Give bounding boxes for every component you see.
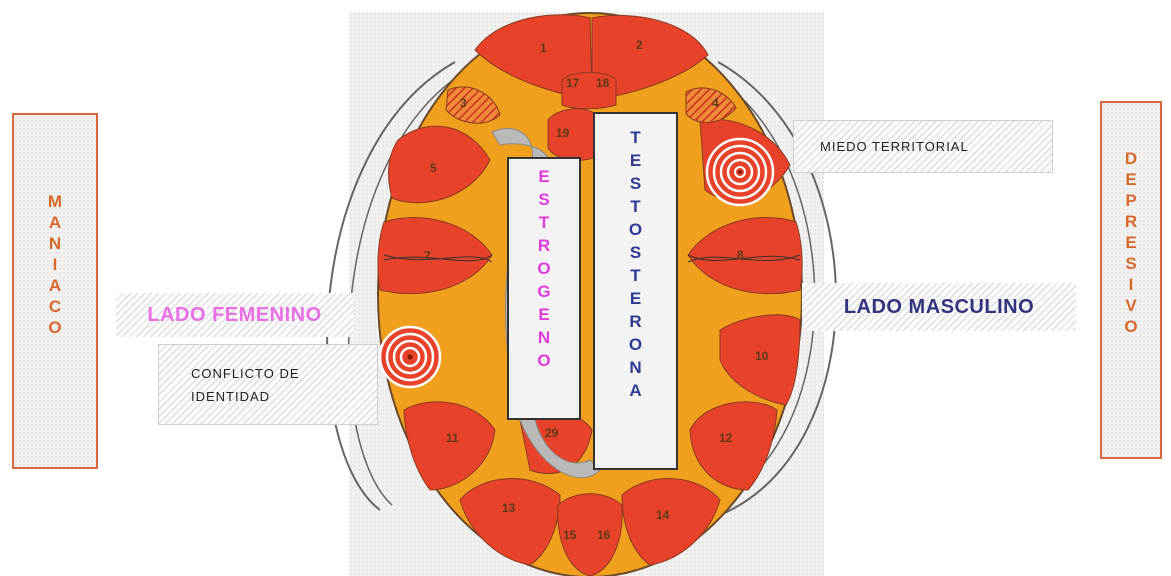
testosterona-letter: E: [629, 151, 642, 170]
right-conflict-target: [705, 137, 775, 207]
depresivo-letter: E: [1125, 233, 1137, 252]
miedo-territorial-note: MIEDO TERRITORIAL: [793, 120, 1053, 173]
left-conflict-target: [378, 325, 442, 389]
maniaco-letter: A: [48, 213, 62, 232]
zone-15-16-shape: [557, 493, 623, 576]
testosterona-letter: N: [629, 358, 642, 377]
zone-4-shape: [685, 87, 737, 123]
right-cross-lines: [687, 254, 801, 263]
estrogeno-letter: R: [537, 236, 551, 255]
estrogeno-letter: S: [538, 190, 550, 209]
testosterona-letter: E: [629, 289, 642, 308]
zone-number: 19: [556, 126, 570, 140]
conflicto-line1: CONFLICTO DE: [191, 365, 300, 381]
testosterona-letter: S: [629, 174, 642, 193]
depresivo-letter: P: [1125, 191, 1137, 210]
zone-number: 14: [656, 508, 670, 522]
estrogeno-letter: O: [537, 351, 551, 370]
testosterona-letter: T: [630, 266, 641, 285]
zone-14-shape: [621, 478, 721, 566]
zone-11-shape: [403, 401, 496, 491]
zone-2-shape: [591, 14, 709, 101]
conflicto-line2: IDENTIDAD: [191, 388, 271, 404]
miedo-text: MIEDO TERRITORIAL: [820, 139, 969, 154]
maniaco-letter: O: [48, 318, 62, 337]
depresivo-letter: V: [1125, 296, 1137, 315]
estrogeno-box: E S T R O G E N O: [507, 157, 581, 420]
zone-number: 1: [540, 41, 547, 55]
zone-number: 13: [502, 501, 516, 515]
maniaco-panel: M A N I A C O: [12, 113, 98, 469]
estrogeno-letter: E: [538, 167, 550, 186]
zone-13-shape: [459, 478, 561, 566]
estrogeno-letter: G: [537, 282, 551, 301]
testosterona-letter: O: [628, 335, 643, 354]
maniaco-letter: I: [52, 255, 58, 274]
zone-number: 17: [566, 76, 580, 90]
lado-masculino-label: LADO MASCULINO: [802, 283, 1076, 331]
estrogeno-letter: T: [538, 213, 550, 232]
testosterona-letter: O: [628, 220, 643, 239]
left-cross-lines: [383, 254, 493, 263]
maniaco-letter: N: [48, 234, 62, 253]
zone-number: 29: [545, 426, 559, 440]
zone-number: 3: [460, 96, 467, 110]
zone-7-shape: [377, 216, 493, 295]
zone-number: 18: [596, 76, 610, 90]
estrogeno-letter: N: [537, 328, 551, 347]
lado-femenino-text: LADO FEMENINO: [147, 303, 322, 326]
estrogeno-letter: O: [537, 259, 551, 278]
zone-number: 16: [597, 528, 611, 542]
maniaco-letter: M: [47, 192, 63, 211]
depresivo-letter: D: [1124, 149, 1138, 168]
lado-femenino-label: LADO FEMENINO: [116, 293, 353, 337]
conflicto-identidad-note: CONFLICTO DE IDENTIDAD: [158, 344, 378, 425]
zone-number: 11: [446, 431, 459, 445]
maniaco-letter: C: [48, 297, 62, 316]
depresivo-panel: D E P R E S I V O: [1100, 101, 1162, 459]
testosterona-letter: T: [630, 197, 641, 216]
zone-number: 15: [563, 528, 577, 542]
zone-number: 8: [737, 248, 744, 262]
testosterona-box: T E S T O S T E R O N A: [593, 112, 678, 470]
lado-masculino-text: LADO MASCULINO: [843, 295, 1035, 318]
zone-number: 5: [430, 161, 437, 175]
zone-number: 2: [636, 38, 643, 52]
zone-number: 4: [712, 96, 719, 110]
zone-number: 7: [424, 249, 431, 263]
testosterona-letter: T: [630, 128, 641, 147]
zone-3-shape: [445, 86, 501, 124]
testosterona-letter: R: [629, 312, 642, 331]
zone-number: 10: [755, 349, 769, 363]
maniaco-letter: A: [48, 276, 62, 295]
zone-17-18-shape: [561, 72, 617, 110]
zone-number: 12: [719, 431, 733, 445]
testosterona-letter: S: [629, 243, 642, 262]
depresivo-letter: R: [1124, 212, 1138, 231]
zone-8-shape: [687, 216, 803, 295]
depresivo-letter: E: [1125, 170, 1137, 189]
zone-10-shape: [719, 314, 801, 406]
depresivo-letter: S: [1125, 254, 1137, 273]
depresivo-letter: I: [1128, 275, 1134, 294]
testosterona-letter: A: [629, 381, 642, 400]
estrogeno-letter: E: [538, 305, 550, 324]
depresivo-letter: O: [1124, 317, 1138, 336]
zone-5-shape: [388, 125, 491, 204]
zone-12-shape: [689, 401, 778, 491]
